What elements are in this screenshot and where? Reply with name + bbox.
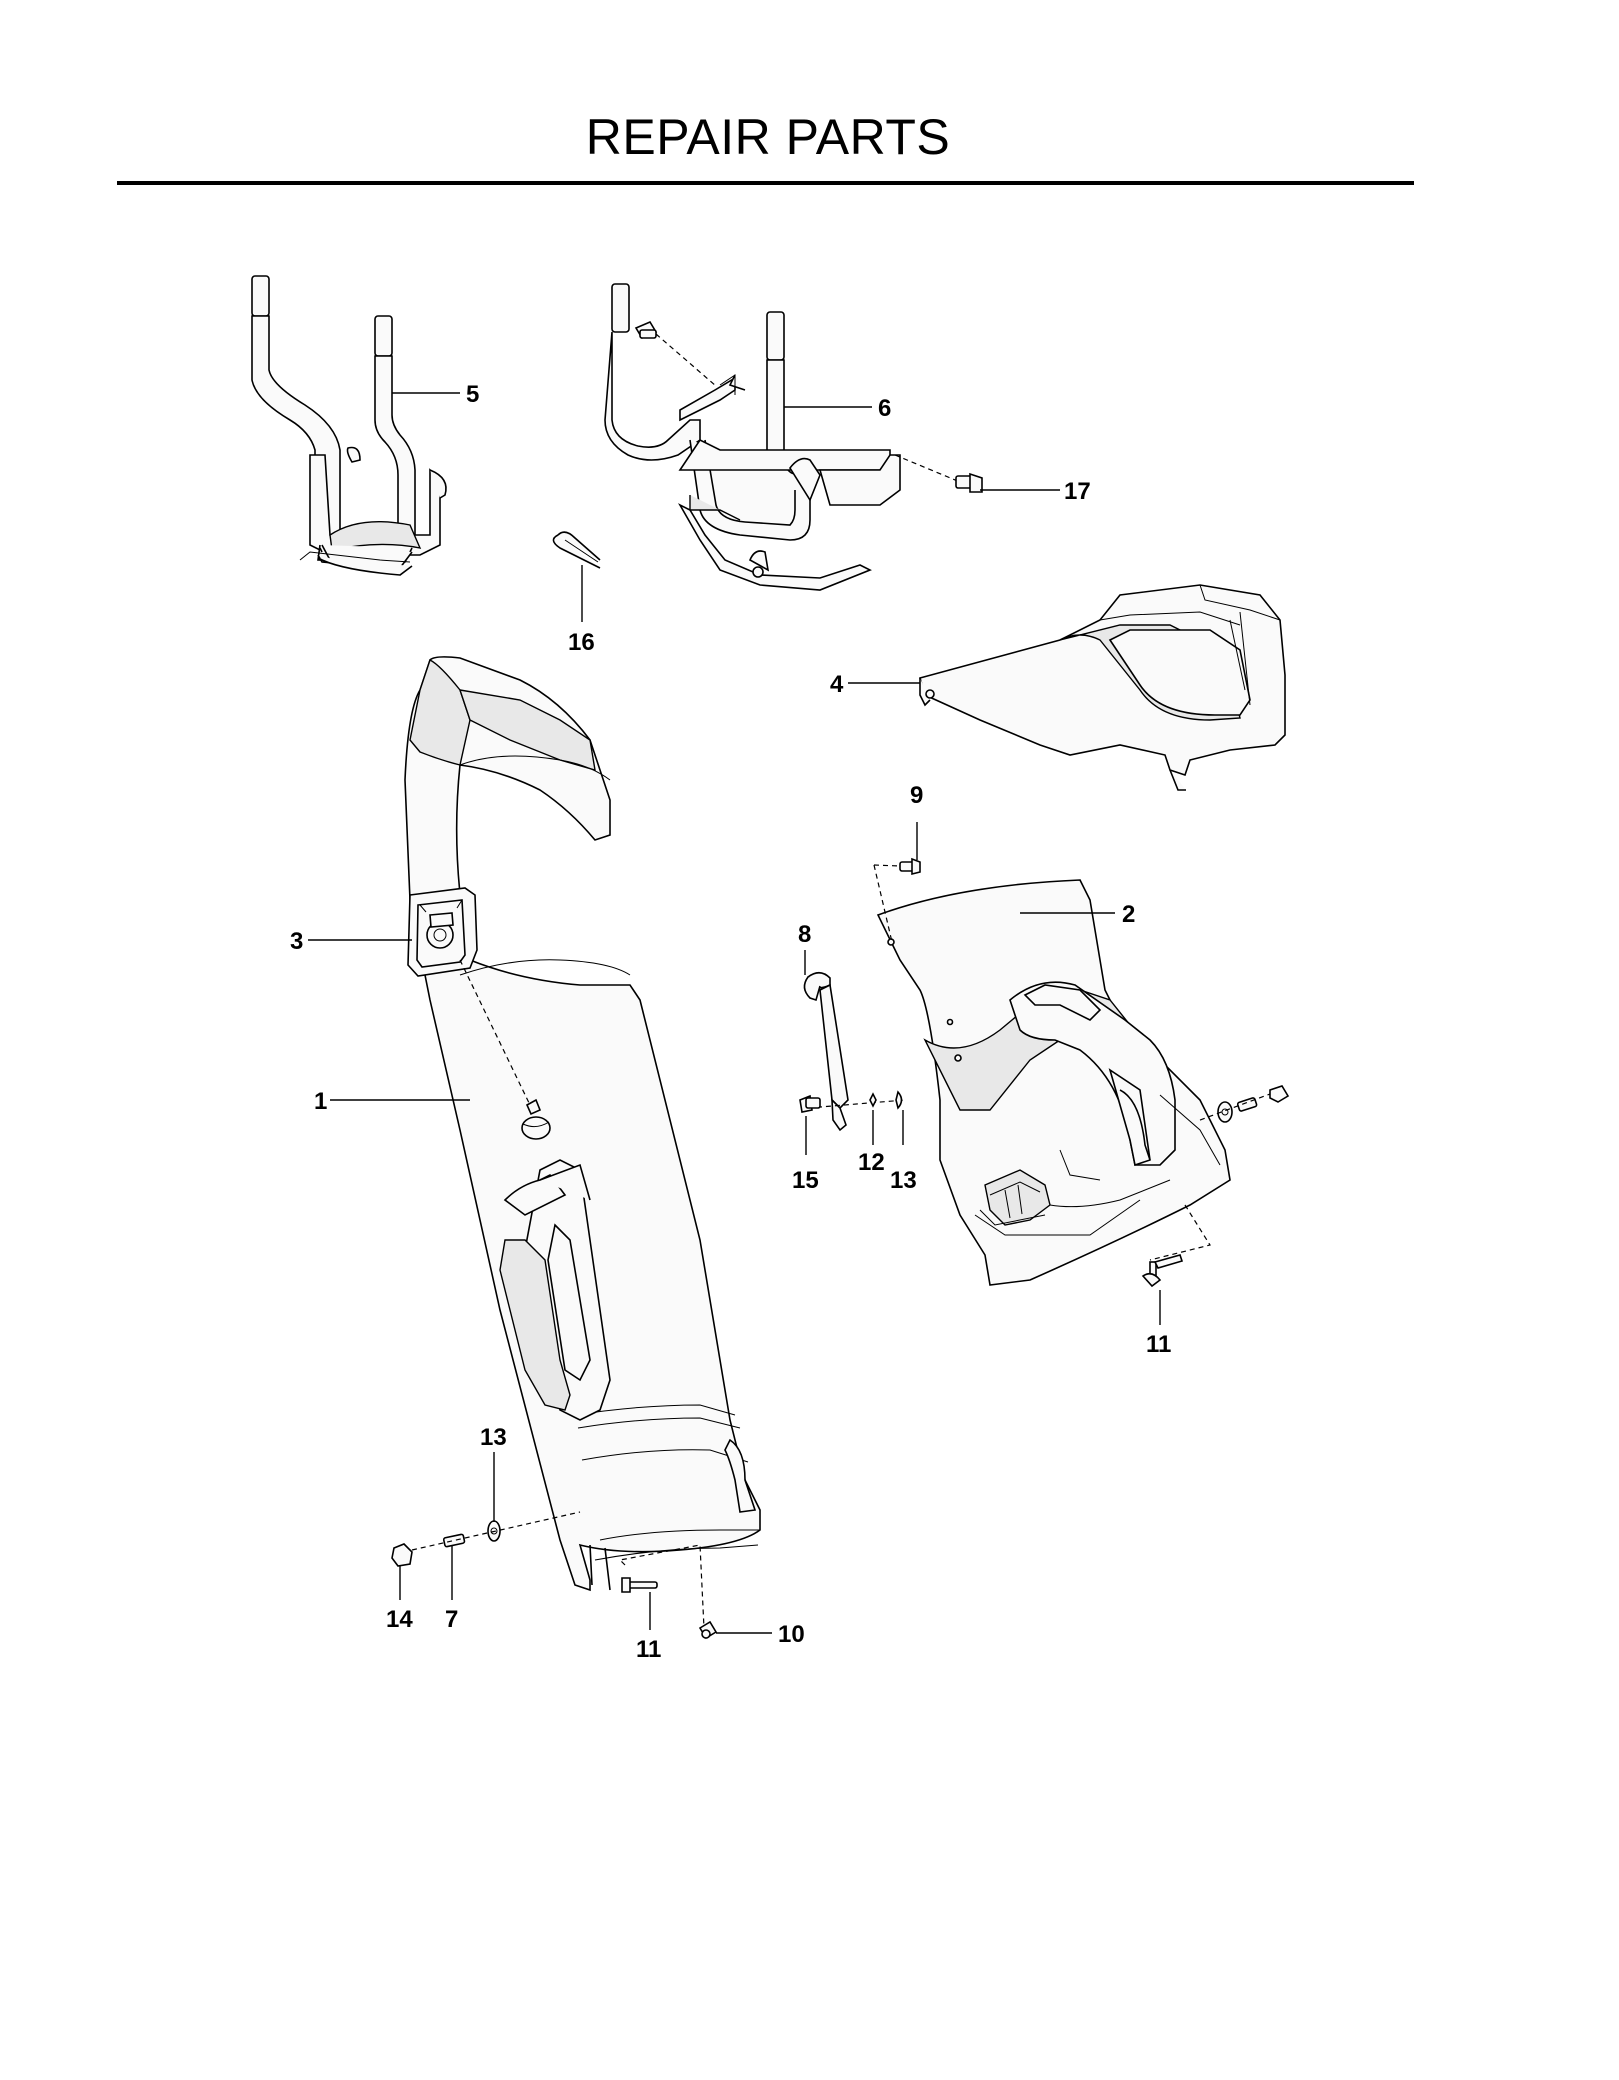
part-17-bolt xyxy=(894,454,983,493)
part-4-deflector xyxy=(919,584,1286,791)
bolt-upper-part-6 xyxy=(634,320,717,387)
title-rule xyxy=(117,181,1414,185)
callout-16: 16 xyxy=(568,629,595,656)
callout-3: 3 xyxy=(290,928,303,955)
callout-7: 7 xyxy=(445,1606,458,1633)
bottom-hardware-11-10 xyxy=(618,1544,718,1640)
callout-9: 9 xyxy=(910,782,923,809)
callout-11-lower: 11 xyxy=(636,1636,661,1663)
callout-2: 2 xyxy=(1122,901,1135,928)
part-1-chute-tube xyxy=(404,656,761,1592)
callout-13-lower: 13 xyxy=(480,1424,507,1451)
part-8-lever xyxy=(803,971,906,1132)
callout-15: 15 xyxy=(792,1167,819,1194)
callout-1: 1 xyxy=(314,1088,327,1115)
callout-5: 5 xyxy=(466,381,479,408)
lever-hardware xyxy=(799,1090,903,1113)
callout-12: 12 xyxy=(858,1149,885,1176)
callout-14: 14 xyxy=(386,1606,413,1633)
bottom-left-hardware xyxy=(391,1511,581,1567)
callouts: 5 6 17 16 4 9 2 8 3 1 12 13 15 11 13 14 … xyxy=(290,381,1171,1663)
leader-lines xyxy=(308,392,1161,1634)
part-2-upper-chute xyxy=(876,879,1231,1286)
part-6-handle-assembly xyxy=(604,283,901,591)
part-9-screw xyxy=(873,857,921,943)
callout-4: 4 xyxy=(830,671,844,698)
part-5-handle xyxy=(251,275,447,576)
part-16-hairpin-clip xyxy=(552,531,601,569)
right-side-hardware xyxy=(1199,1085,1290,1123)
page-title: REPAIR PARTS xyxy=(585,109,951,165)
callout-6: 6 xyxy=(878,395,891,422)
callout-8: 8 xyxy=(798,921,811,948)
callout-10: 10 xyxy=(778,1621,805,1648)
part-3-lock-box xyxy=(407,887,542,1116)
callout-13-upper: 13 xyxy=(890,1167,917,1194)
part-11-screw-right xyxy=(1141,1204,1211,1288)
callout-17: 17 xyxy=(1064,478,1091,505)
callout-11-right: 11 xyxy=(1146,1331,1171,1358)
